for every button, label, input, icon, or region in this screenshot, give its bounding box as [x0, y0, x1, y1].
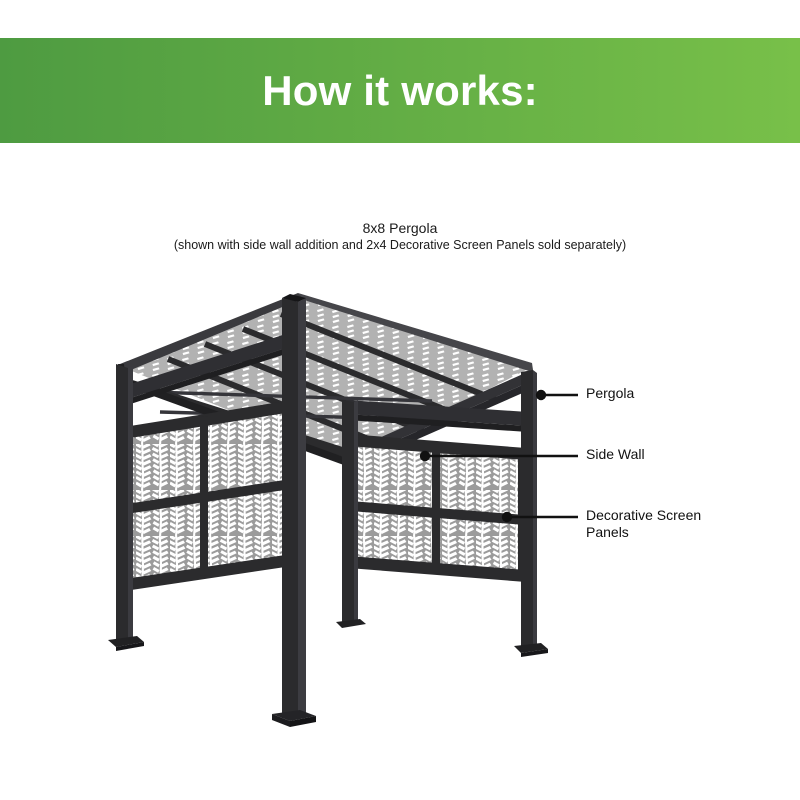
callout-label-pergola: Pergola [586, 385, 635, 401]
post-right-inner [336, 400, 366, 628]
pergola-illustration [0, 260, 800, 760]
post-right-rear [514, 370, 548, 657]
left-wall-top-beam [118, 332, 292, 402]
post-front-center [272, 294, 316, 727]
right-wall-top-beam [346, 400, 528, 426]
callout-label-side-wall: Side Wall [586, 446, 645, 462]
dot-side-wall [419, 450, 431, 462]
callout-leaders [425, 393, 578, 519]
caption-disclaimer: (shown with side wall addition and 2x4 D… [173, 238, 627, 252]
dot-screens [501, 511, 513, 523]
diagram-caption: 8x8 Pergola (shown with side wall additi… [0, 219, 800, 254]
callout-label-decorative-screen-panels: Decorative Screen Panels [586, 507, 702, 540]
caption-product-name: 8x8 Pergola [362, 220, 438, 236]
callout-dots [419, 389, 547, 523]
dot-pergola [535, 389, 547, 401]
post-left-rear [108, 364, 144, 651]
pergola-svg [108, 293, 578, 727]
page-title: How it works: [262, 66, 538, 114]
header-banner: How it works: [0, 38, 800, 143]
side-wall-right [344, 400, 528, 582]
